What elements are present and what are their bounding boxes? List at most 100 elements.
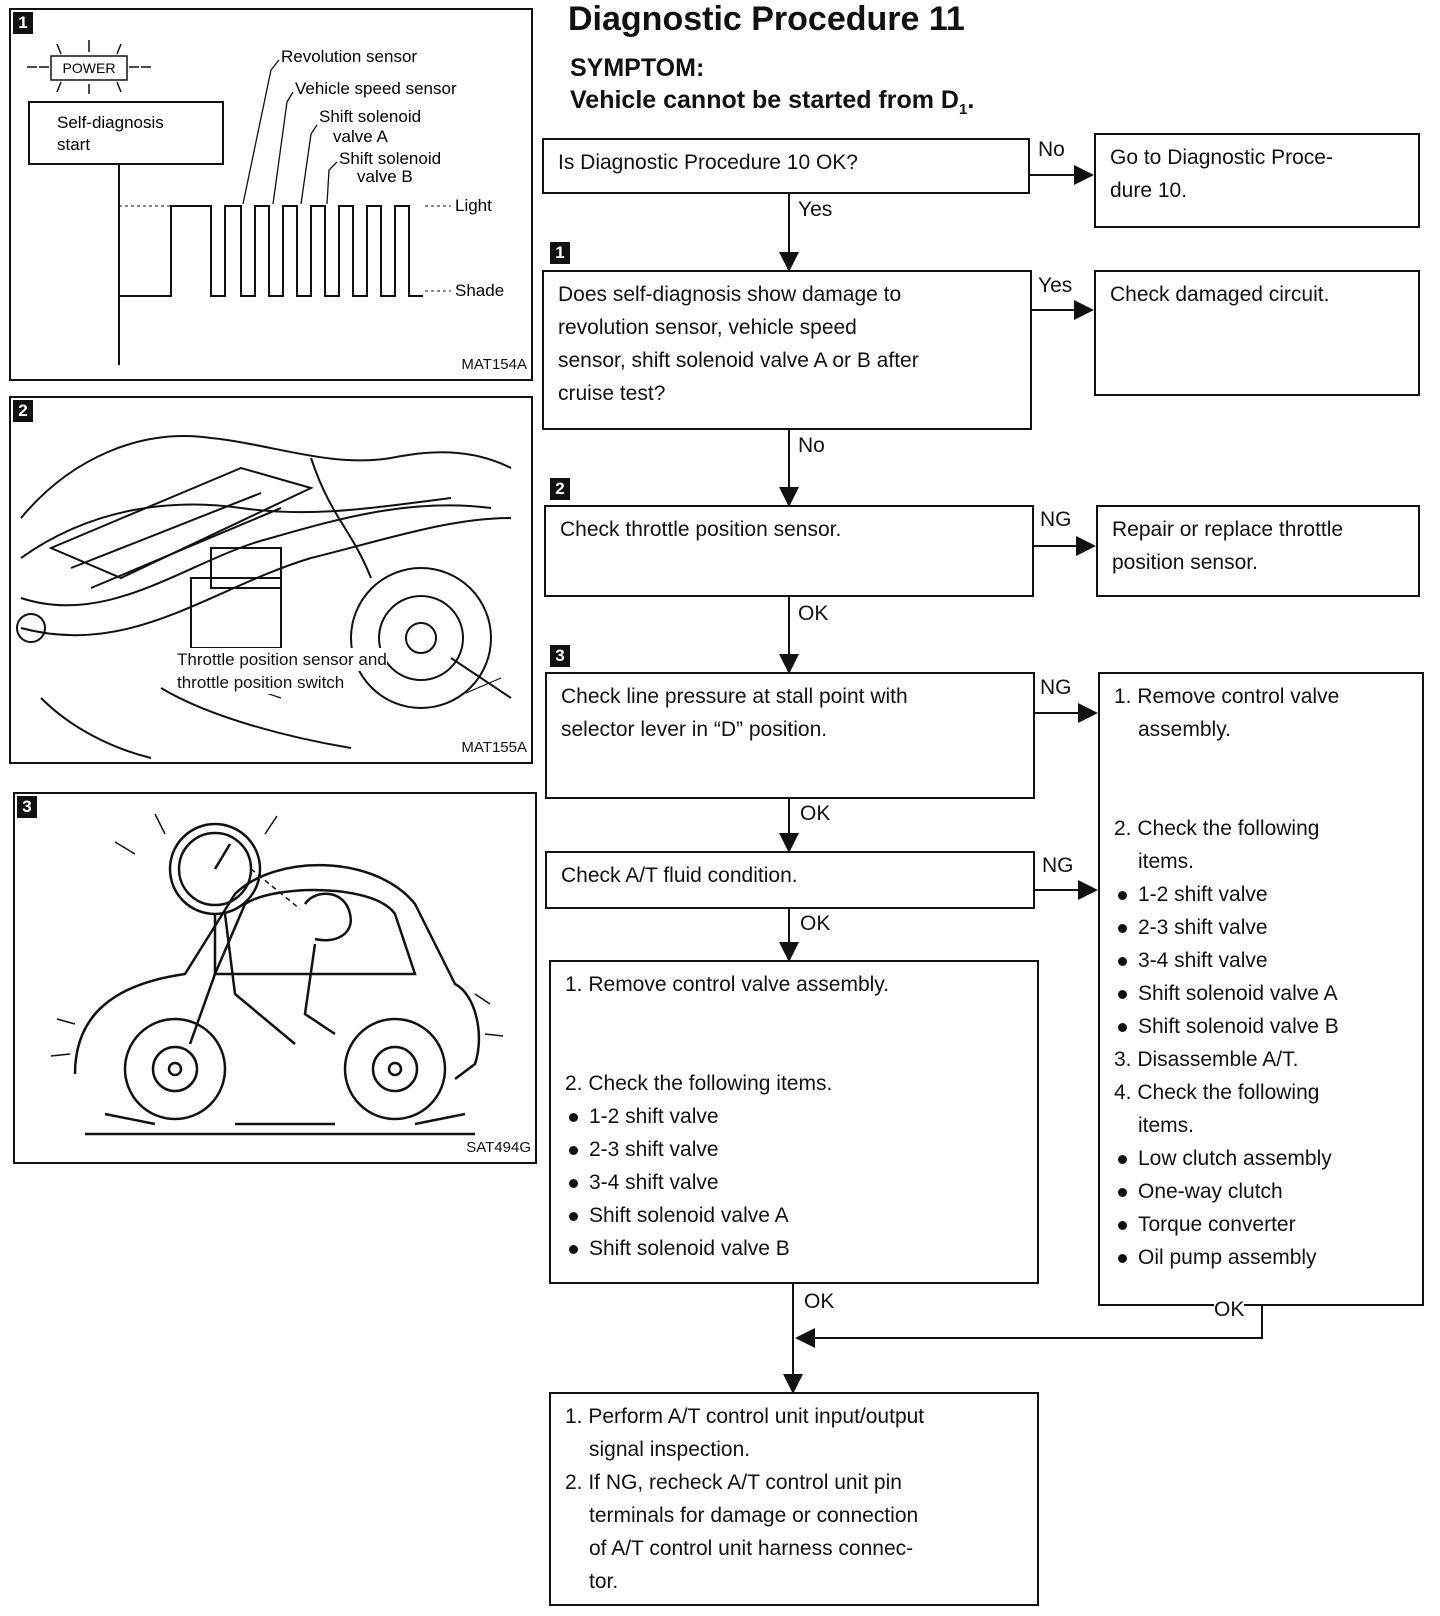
center-items: 1-2 shift valve 2-3 shift valve 3-4 shif… [565,1100,1023,1265]
list-item: 2-3 shift valve [565,1133,1023,1166]
list-item: Shift solenoid valve A [1114,977,1408,1010]
center-repair-list: 1. Remove control valve assembly. 2. Che… [549,960,1039,1284]
list-item: Shift solenoid valve B [565,1232,1023,1265]
question-procedure-10: Is Diagnostic Procedure 10 OK? [542,138,1030,194]
self-diagnosis-diagram: POWER Self-diagnosis start Revolution se… [27,40,504,365]
figure-code: SAT494G [466,1139,531,1156]
r-step1-b: assembly. [1138,718,1231,741]
go10-line-2: dure 10. [1110,179,1188,202]
step-badge-2: 2 [550,478,570,500]
answer-ng-label: NG [1042,854,1074,878]
engine-bay-illustration [16,435,512,759]
throttle-sensor-caption: Throttle position sensor and throttle po… [177,648,477,694]
step-badge-1: 1 [550,242,570,264]
list-item: Shift solenoid valve B [1114,1010,1408,1043]
figure-code: MAT155A [461,739,527,756]
figure-self-diagnosis: 1 POWER Self-diagnosis start Revolution … [9,8,533,381]
c-step2: 2. Check the following items. [565,1072,833,1095]
f-step2-a: 2. If NG, recheck A/T control unit pin [565,1471,902,1494]
step-badge-3: 3 [550,645,570,667]
symptom-main: Vehicle cannot be started from D [570,86,959,114]
solenoid-b-label-1: Shift solenoid [339,149,441,168]
answer-ok-label: OK [1214,1298,1245,1322]
answer-ok-label: OK [800,802,831,826]
stall-test-illustration [50,813,504,1136]
answer-ok-label: OK [800,912,831,936]
list-item: 1-2 shift valve [1114,878,1408,911]
r-step2-b: items. [1138,850,1195,873]
q1-line-2: revolution sensor, vehicle speed [558,316,857,339]
answer-yes-label: Yes [798,198,833,222]
symptom-end: . [967,86,975,114]
repair-throttle-sensor: Repair or replace throttle position sens… [1096,505,1420,597]
right-items-2: Low clutch assembly One-way clutch Torqu… [1114,1142,1408,1274]
solenoid-a-label-1: Shift solenoid [319,107,421,126]
figure-stall-test: 3 SAT494G [13,792,537,1164]
r-step3: 3. Disassemble A/T. [1114,1048,1299,1071]
q1-line-1: Does self-diagnosis show damage to [558,283,902,306]
list-item: Oil pump assembly [1114,1241,1408,1274]
q3-line-2: selector lever in “D” position. [561,718,828,741]
check-throttle-sensor: Check throttle position sensor. [544,505,1034,597]
power-label: POWER [63,60,116,76]
go-to-procedure-10: Go to Diagnostic Proce- dure 10. [1094,133,1420,228]
light-label: Light [455,196,492,215]
answer-ok-label: OK [804,1290,835,1314]
figure-step-badge: 3 [17,796,37,818]
f-step1-b: signal inspection. [589,1438,751,1461]
f-step1-a: 1. Perform A/T control unit input/output [565,1405,925,1428]
figure-code: MAT154A [461,356,527,373]
f-step2-d: tor. [589,1570,619,1593]
f-step2-c: of A/T control unit harness connec- [589,1537,914,1560]
symptom-subscript: 1 [959,101,968,118]
solenoid-a-label-2: valve A [333,127,388,146]
caption-line-2: throttle position switch [177,671,345,694]
self-diagnosis-start-label-2: start [57,135,90,154]
right-items-1: 1-2 shift valve 2-3 shift valve 3-4 shif… [1114,878,1408,1043]
symptom-text: Vehicle cannot be started from D1. [570,86,974,118]
r-step4-a: 4. Check the following [1114,1081,1320,1104]
check-fluid-condition: Check A/T fluid condition. [545,851,1035,909]
r-step4-b: items. [1138,1114,1195,1137]
repair-line-1: Repair or replace throttle [1112,518,1344,541]
solenoid-b-label-2: valve B [357,167,413,186]
list-item: 1-2 shift valve [565,1100,1023,1133]
check-line-pressure: Check line pressure at stall point with … [545,672,1035,799]
list-item: 2-3 shift valve [1114,911,1408,944]
q1-line-4: cruise test? [558,382,666,405]
answer-ng-label: NG [1040,508,1072,532]
check-damaged-circuit: Check damaged circuit. [1094,270,1420,396]
figure-step-badge: 2 [13,400,33,422]
list-item: One-way clutch [1114,1175,1408,1208]
caption-line-1: Throttle position sensor and [177,648,387,671]
revolution-sensor-label: Revolution sensor [281,47,417,66]
list-item: Torque converter [1114,1208,1408,1241]
answer-no-label: No [1038,138,1065,162]
answer-no-label: No [798,434,825,458]
answer-yes-label: Yes [1038,274,1073,298]
c-step1: 1. Remove control valve assembly. [565,973,890,996]
r-step1-a: 1. Remove control valve [1114,685,1340,708]
repair-line-2: position sensor. [1112,551,1258,574]
shade-label: Shade [455,281,504,300]
q3-line-1: Check line pressure at stall point with [561,685,908,708]
question-self-diagnosis: Does self-diagnosis show damage to revol… [542,270,1032,430]
final-inspection: 1. Perform A/T control unit input/output… [549,1392,1039,1606]
right-repair-list: 1. Remove control valve assembly. 2. Che… [1098,672,1424,1306]
symptom-label: SYMPTOM: [570,54,705,82]
figure-throttle-sensor: 2 Throttle position sensor and [9,396,533,764]
list-item: 3-4 shift valve [1114,944,1408,977]
list-item: 3-4 shift valve [565,1166,1023,1199]
r-step2-a: 2. Check the following [1114,817,1320,840]
list-item: Low clutch assembly [1114,1142,1408,1175]
q1-line-3: sensor, shift solenoid valve A or B afte… [558,349,919,372]
answer-ok-label: OK [798,602,829,626]
go10-line-1: Go to Diagnostic Proce- [1110,146,1333,169]
list-item: Shift solenoid valve A [565,1199,1023,1232]
page-title: Diagnostic Procedure 11 [568,0,965,38]
answer-ng-label: NG [1040,676,1072,700]
figure-step-badge: 1 [13,12,33,34]
vehicle-speed-sensor-label: Vehicle speed sensor [295,79,457,98]
f-step2-b: terminals for damage or connection [589,1504,919,1527]
self-diagnosis-start-label-1: Self-diagnosis [57,113,164,132]
